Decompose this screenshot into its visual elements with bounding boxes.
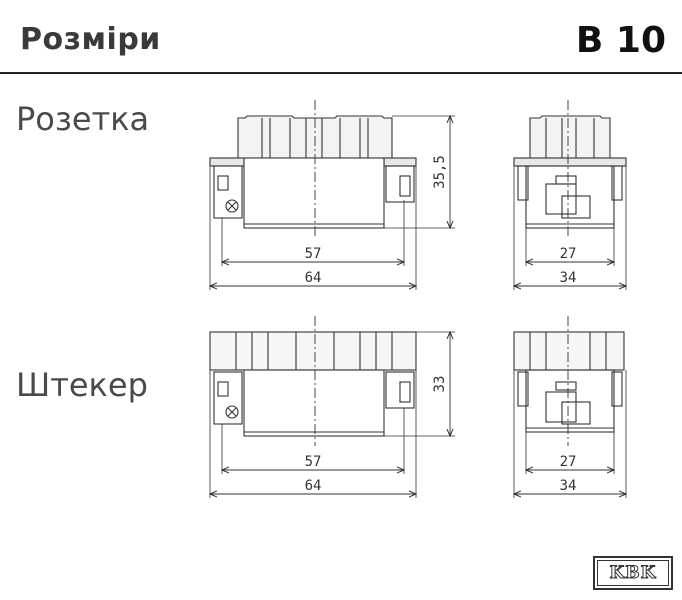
page-title: Розміри bbox=[20, 22, 161, 57]
socket-side-dim-34: 34 bbox=[560, 270, 577, 286]
plug-dim-57: 57 bbox=[305, 454, 322, 470]
plug-dim-64: 64 bbox=[305, 478, 322, 494]
kbk-logo: KBK bbox=[593, 556, 673, 590]
plug-dim-height: 33 bbox=[432, 376, 448, 393]
section-label-plug: Штекер bbox=[16, 366, 148, 404]
header-divider bbox=[0, 72, 682, 74]
socket-dim-57: 57 bbox=[305, 246, 322, 262]
socket-front-view bbox=[210, 100, 455, 290]
plug-side-view bbox=[514, 316, 626, 498]
socket-side-view bbox=[514, 100, 626, 290]
plug-front-view bbox=[210, 316, 455, 498]
socket-dim-height: 35,5 bbox=[432, 155, 448, 189]
section-label-socket: Розетка bbox=[16, 100, 150, 138]
socket-dim-64: 64 bbox=[305, 270, 322, 286]
logo-text: KBK bbox=[597, 560, 669, 586]
product-code: B 10 bbox=[575, 20, 666, 61]
plug-side-dim-27: 27 bbox=[560, 454, 577, 470]
plug-side-dim-34: 34 bbox=[560, 478, 577, 494]
socket-side-dim-27: 27 bbox=[560, 246, 577, 262]
